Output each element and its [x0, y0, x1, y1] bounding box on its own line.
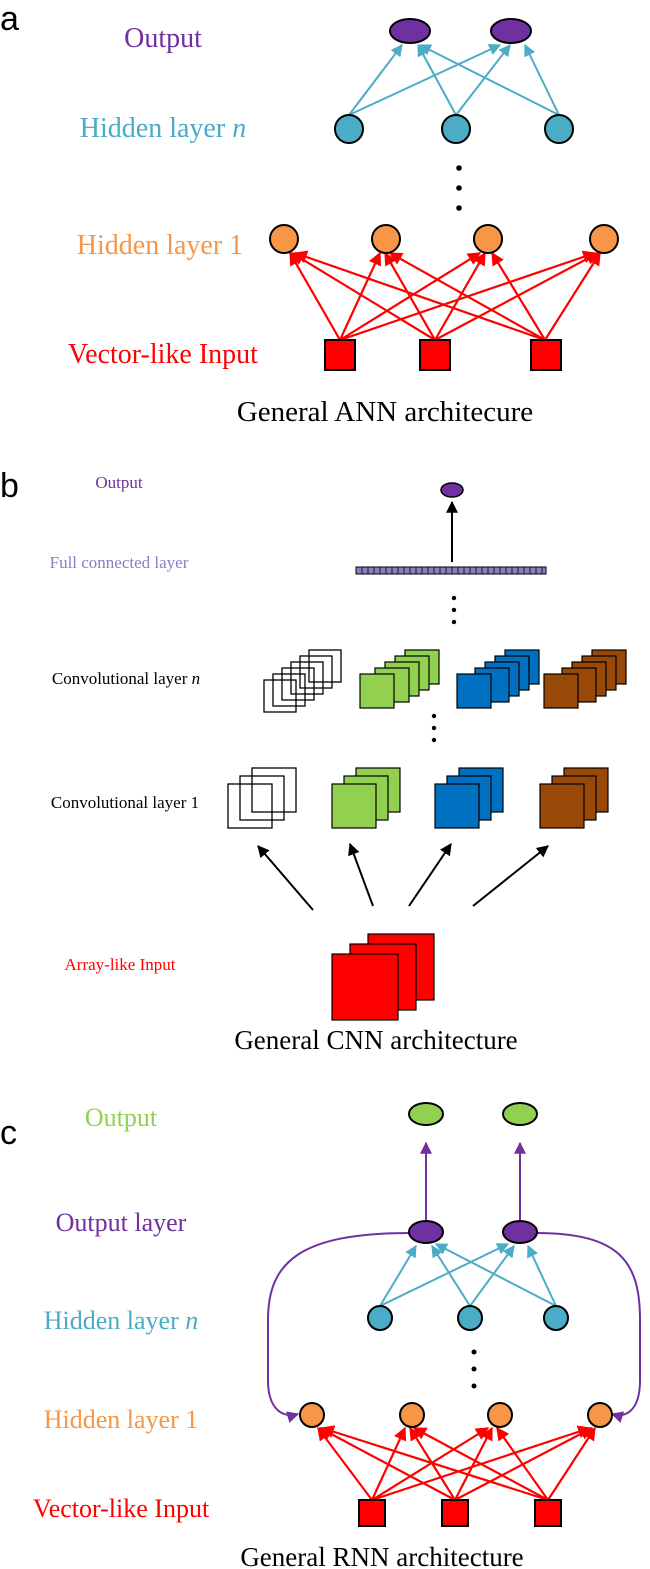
- ann-input-to-hidden-1-edges: [289, 250, 601, 342]
- rnn-input-node: [534, 1499, 562, 1527]
- ann-hidden-n-node: [441, 114, 471, 144]
- ann-output-node: [490, 18, 532, 44]
- rnn-input-to-hidden-1-edges: [317, 1425, 596, 1502]
- panel-c: c Output Output layer Hidden layer n Hid…: [0, 1102, 641, 1569]
- rnn-hidden-n-node: [367, 1305, 393, 1331]
- cnn-full-connected-label: Full connected layer: [50, 553, 189, 572]
- cnn-conv-n-label: Convolutional layer n: [52, 669, 200, 688]
- cnn-ellipsis-dots-upper: [451, 595, 457, 625]
- rnn-input-node: [441, 1499, 469, 1527]
- rnn-hidden-n-to-output-layer-edges: [379, 1243, 557, 1307]
- ann-hidden-1-node: [473, 224, 503, 254]
- cnn-conv-n-blue-stack: [456, 649, 540, 709]
- rnn-hidden-1-node: [299, 1402, 325, 1428]
- cnn-conv-1-blue-stack: [434, 767, 504, 829]
- ann-hidden-1-node: [371, 224, 401, 254]
- ann-hidden-1-node: [269, 224, 299, 254]
- cnn-input-label: Array-like Input: [65, 955, 176, 974]
- rnn-output-label: Output: [85, 1103, 158, 1132]
- ann-input-node: [324, 339, 356, 371]
- cnn-input-stack: [331, 933, 435, 1021]
- ann-hidden-n-label: Hidden layer n: [80, 113, 246, 144]
- cnn-conv-n-green-stack: [359, 649, 440, 709]
- cnn-input-to-conv-1-arrows: [257, 842, 549, 911]
- rnn-hidden-n-node: [543, 1305, 569, 1331]
- ann-hidden-n-to-output-edges: [348, 43, 560, 116]
- cnn-conv-n-white-stack: [263, 649, 342, 713]
- rnn-hidden-1-node: [487, 1402, 513, 1428]
- rnn-ellipsis-dots: [471, 1349, 477, 1389]
- ann-input-node: [419, 339, 451, 371]
- cnn-conv-1-white-stack: [227, 767, 297, 829]
- rnn-recurrent-loops: [267, 1232, 641, 1423]
- ann-output-label: Output: [124, 23, 202, 54]
- cnn-full-connected-layer: [355, 566, 547, 575]
- ann-input-label: Vector-like Input: [68, 339, 258, 370]
- panel-b: b Output Full connected layer Convolutio…: [0, 467, 627, 1055]
- rnn-hidden-1-label: Hidden layer 1: [44, 1405, 199, 1434]
- cnn-conv-1-brown-stack: [539, 767, 609, 829]
- rnn-output-node: [502, 1102, 538, 1126]
- ann-hidden-n-node: [334, 114, 364, 144]
- cnn-conv-1-label: Convolutional layer 1: [51, 793, 199, 812]
- ann-hidden-1-node: [589, 224, 619, 254]
- cnn-conv-n-brown-stack: [543, 649, 627, 709]
- rnn-hidden-n-label: Hidden layer n: [44, 1306, 199, 1335]
- ann-ellipsis-dots: [456, 165, 462, 211]
- panel-a-letter: a: [0, 0, 19, 38]
- cnn-title: General CNN architecture: [234, 1025, 517, 1055]
- ann-output-node: [389, 18, 431, 44]
- rnn-output-layer-node: [408, 1220, 444, 1244]
- ann-input-node: [530, 339, 562, 371]
- panel-c-letter: c: [0, 1114, 17, 1152]
- cnn-ellipsis-dots-lower: [431, 713, 437, 743]
- ann-hidden-1-label: Hidden layer 1: [77, 230, 243, 261]
- rnn-output-layer-to-output-arrows: [420, 1141, 526, 1222]
- cnn-output-label: Output: [95, 473, 143, 492]
- rnn-hidden-1-node: [399, 1402, 425, 1428]
- cnn-conv-1-green-stack: [331, 767, 401, 829]
- rnn-input-node: [358, 1499, 386, 1527]
- rnn-output-layer-node: [502, 1220, 538, 1244]
- ann-hidden-n-node: [544, 114, 574, 144]
- cnn-output-node: [440, 482, 464, 498]
- rnn-output-layer-label: Output layer: [56, 1208, 187, 1237]
- rnn-input-label: Vector-like Input: [33, 1494, 210, 1523]
- panel-a: a Output Hidden layer n Hidden layer 1 V…: [0, 0, 619, 428]
- rnn-hidden-1-node: [587, 1402, 613, 1428]
- cnn-full-connected-cells: [361, 567, 543, 574]
- rnn-title: General RNN architecture: [240, 1542, 523, 1569]
- rnn-hidden-n-node: [457, 1305, 483, 1331]
- panel-b-letter: b: [0, 467, 19, 505]
- rnn-output-node: [408, 1102, 444, 1126]
- ann-title: General ANN architecure: [237, 396, 533, 428]
